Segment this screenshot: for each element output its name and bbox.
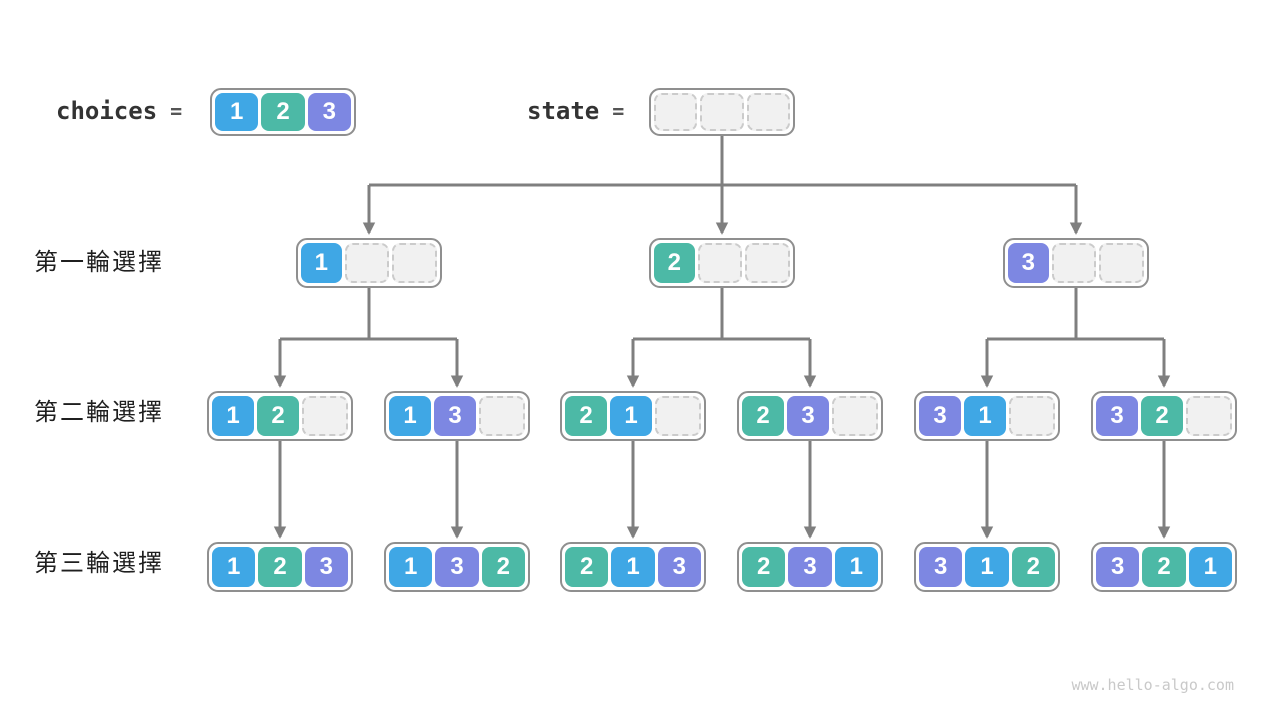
empty-slot bbox=[700, 93, 744, 131]
empty-slot bbox=[832, 396, 878, 436]
value-cell-2: 2 bbox=[481, 547, 525, 587]
value-cell-2: 2 bbox=[1141, 396, 1183, 436]
value-cell-3: 3 bbox=[1096, 547, 1140, 587]
state-equals-sign: = bbox=[612, 99, 625, 123]
empty-slot bbox=[1186, 396, 1232, 436]
round1-state-box-3: 3 bbox=[1003, 238, 1149, 288]
empty-slot bbox=[302, 396, 348, 436]
empty-slot bbox=[1099, 243, 1145, 283]
value-cell-2: 2 bbox=[1011, 547, 1055, 587]
value-cell-1: 1 bbox=[834, 547, 878, 587]
choices-equals-sign: = bbox=[170, 99, 183, 123]
state-label: state = bbox=[527, 99, 624, 123]
value-cell-1: 1 bbox=[389, 547, 433, 587]
value-cell-3: 3 bbox=[1008, 243, 1049, 283]
value-cell-1: 1 bbox=[1188, 547, 1232, 587]
value-cell-3: 3 bbox=[435, 547, 479, 587]
value-cell-3: 3 bbox=[788, 547, 832, 587]
value-cell-2: 2 bbox=[258, 547, 302, 587]
empty-slot bbox=[479, 396, 525, 436]
round1-state-box-1: 1 bbox=[296, 238, 442, 288]
value-cell-3: 3 bbox=[1096, 396, 1138, 436]
value-cell-3: 3 bbox=[304, 547, 348, 587]
value-cell-2: 2 bbox=[565, 547, 609, 587]
value-cell-1: 1 bbox=[212, 547, 256, 587]
value-cell-1: 1 bbox=[965, 547, 1009, 587]
value-cell-3: 3 bbox=[434, 396, 476, 436]
empty-slot bbox=[344, 243, 390, 283]
value-cell-2: 2 bbox=[1142, 547, 1186, 587]
value-cell-1: 1 bbox=[301, 243, 342, 283]
value-cell-1: 1 bbox=[611, 547, 655, 587]
empty-slot bbox=[654, 93, 698, 131]
empty-slot bbox=[746, 93, 790, 131]
value-cell-3: 3 bbox=[919, 547, 963, 587]
value-cell-1: 1 bbox=[212, 396, 254, 436]
value-cell-3: 3 bbox=[787, 396, 829, 436]
round1-state-box-2: 2 bbox=[649, 238, 795, 288]
value-cell-1: 1 bbox=[215, 93, 259, 131]
value-cell-2: 2 bbox=[261, 93, 305, 131]
choices-label-text: choices bbox=[56, 97, 158, 125]
watermark: www.hello-algo.com bbox=[1071, 676, 1234, 694]
empty-slot bbox=[1051, 243, 1097, 283]
value-cell-2: 2 bbox=[742, 396, 784, 436]
value-cell-2: 2 bbox=[565, 396, 607, 436]
value-cell-1: 1 bbox=[610, 396, 652, 436]
empty-slot bbox=[1009, 396, 1055, 436]
round1-row-label: 第一輪選擇 bbox=[34, 249, 164, 276]
empty-slot bbox=[697, 243, 743, 283]
round3-row-label: 第三輪選擇 bbox=[34, 550, 164, 577]
value-cell-3: 3 bbox=[657, 547, 701, 587]
value-cell-3: 3 bbox=[919, 396, 961, 436]
empty-slot bbox=[392, 243, 438, 283]
value-cell-1: 1 bbox=[389, 396, 431, 436]
value-cell-3: 3 bbox=[307, 93, 351, 131]
value-cell-2: 2 bbox=[654, 243, 695, 283]
empty-slot bbox=[655, 396, 701, 436]
empty-slot bbox=[745, 243, 791, 283]
value-cell-2: 2 bbox=[257, 396, 299, 436]
value-cell-2: 2 bbox=[742, 547, 786, 587]
choices-label: choices = bbox=[56, 99, 182, 123]
round2-row-label: 第二輪選擇 bbox=[34, 399, 164, 426]
state-array-box bbox=[649, 88, 795, 136]
value-cell-1: 1 bbox=[964, 396, 1006, 436]
state-label-text: state bbox=[527, 97, 600, 125]
